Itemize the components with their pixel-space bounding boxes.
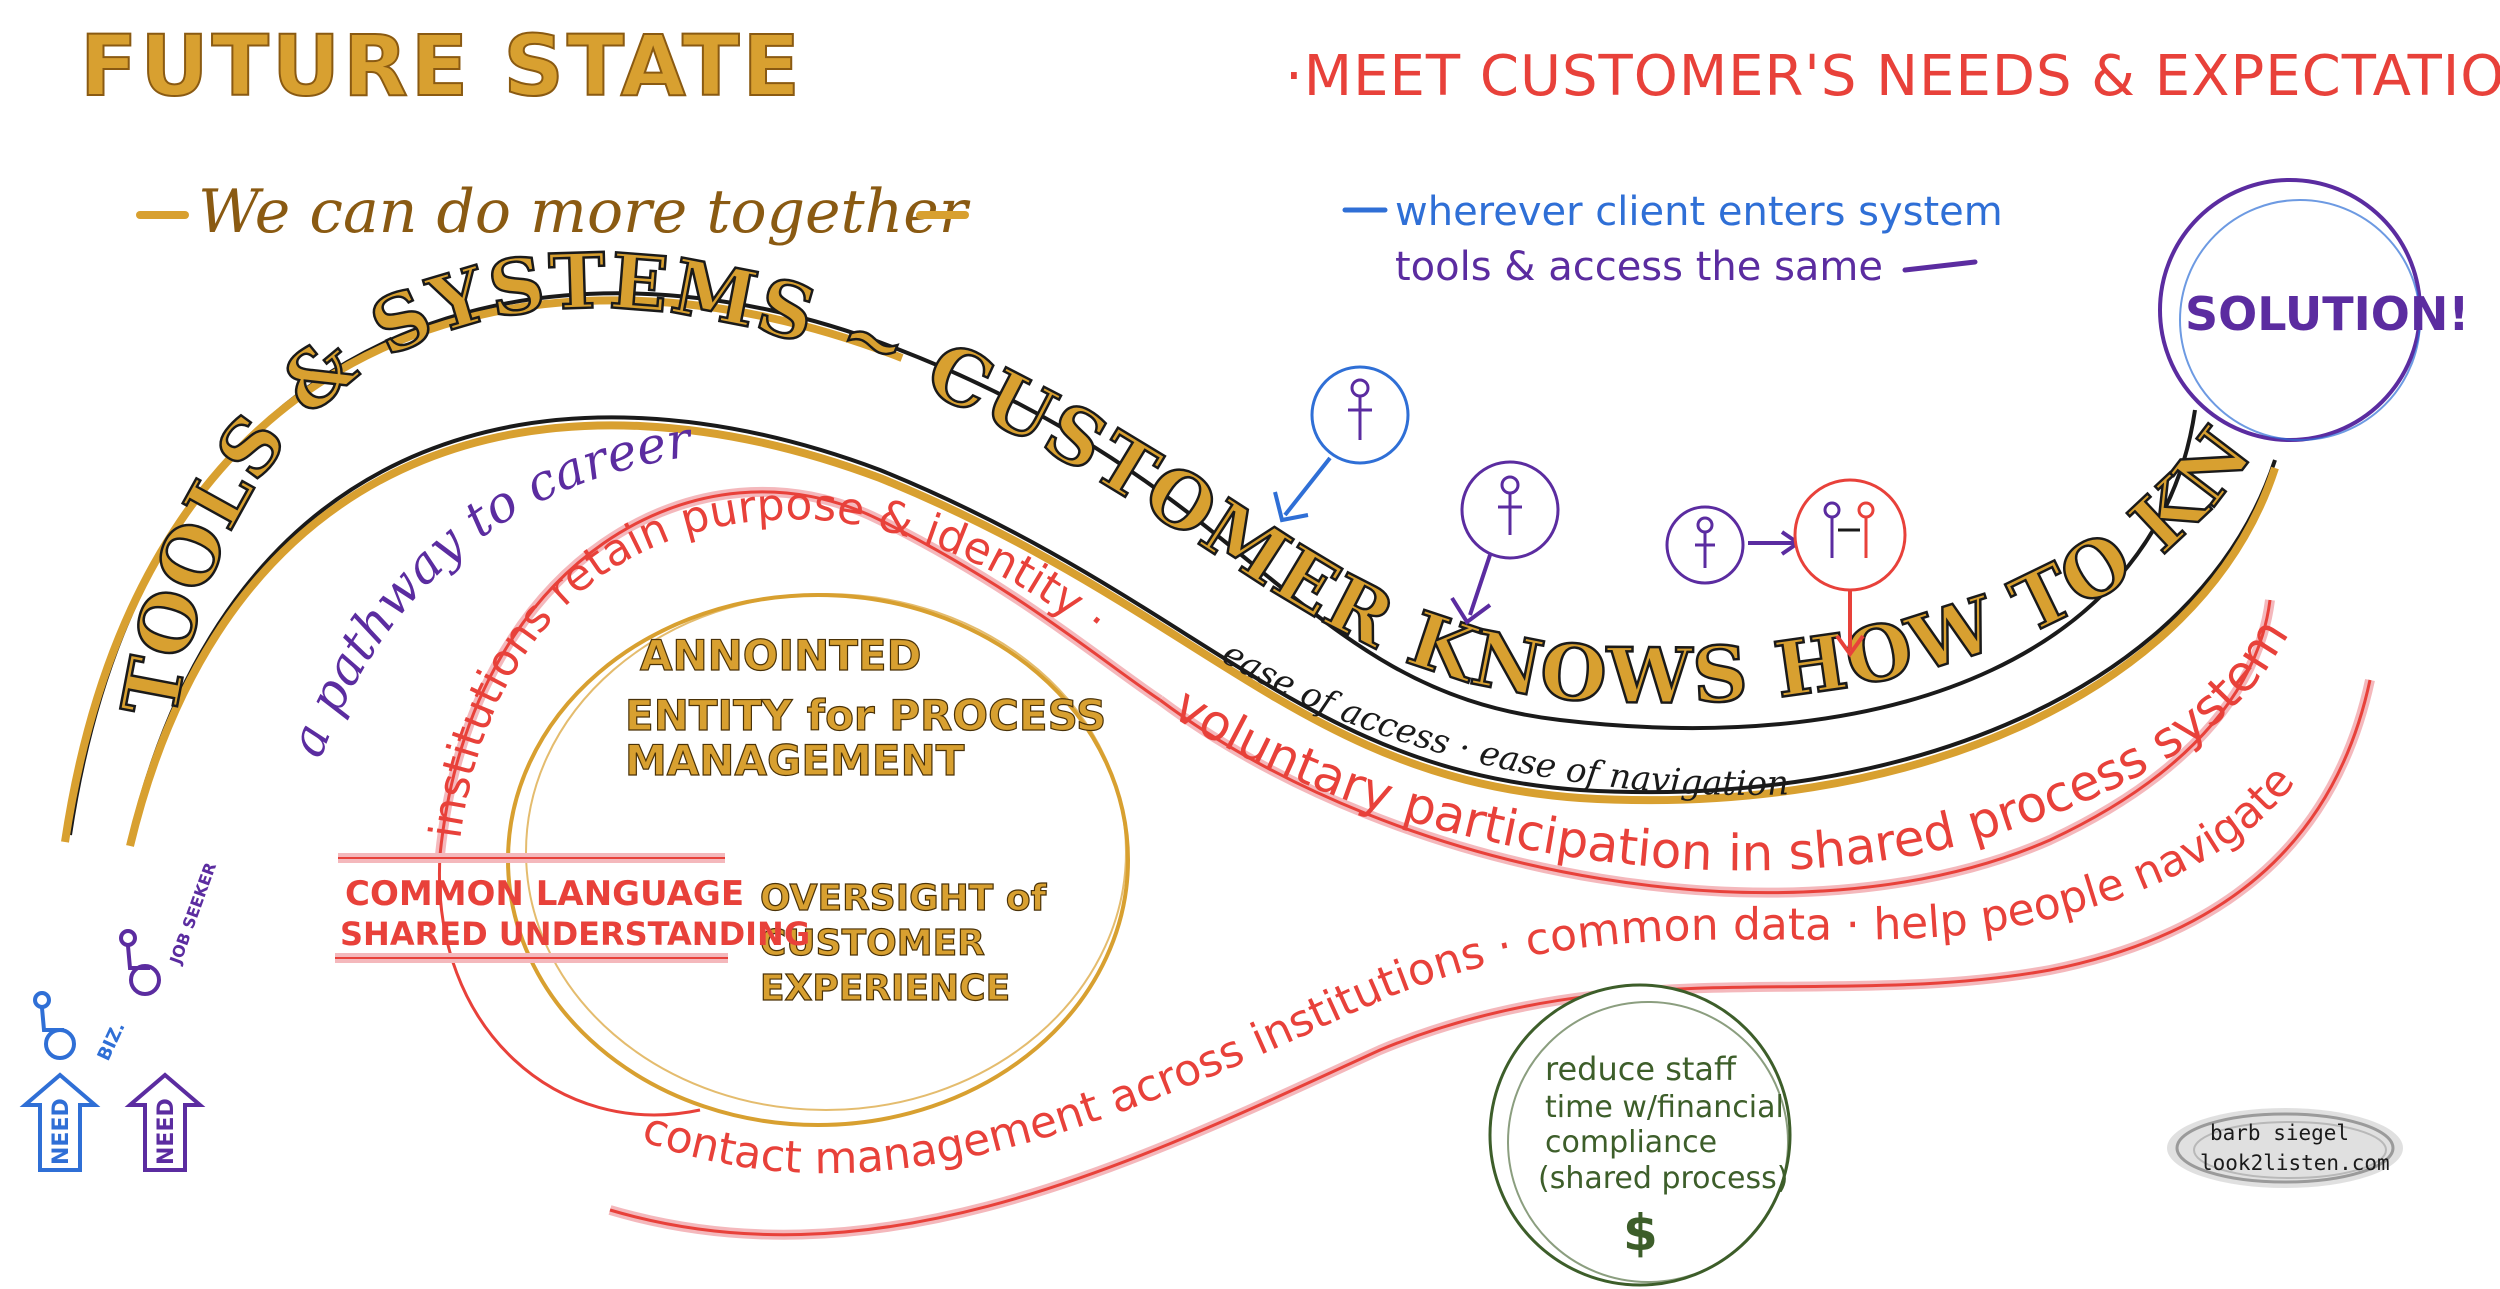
arrow-icon [1748, 530, 1802, 556]
common-language: COMMON LANGUAGE SHARED UNDERSTANDING [335, 853, 810, 963]
savings-line-1: reduce staff [1545, 1050, 1737, 1088]
need-arrow-blue: NEED [19, 1072, 101, 1172]
oversight-line-1: OVERSIGHT of [760, 878, 1047, 919]
person-bubble-3 [1665, 505, 1802, 585]
savings-circle: reduce staff time w/financial compliance… [1488, 983, 1792, 1287]
arrow-icon [1273, 456, 1332, 523]
note-line-1: wherever client enters system [1395, 189, 2003, 235]
common-line-1: COMMON LANGUAGE [345, 874, 744, 914]
center-text: ANNOINTED ENTITY for PROCESS MANAGEMENT … [624, 630, 1106, 1009]
job-seeker-label: JOB SEEKER [166, 860, 221, 967]
signature-line-1: barb siegel [2210, 1121, 2349, 1145]
anointed-line-3: MANAGEMENT [625, 736, 965, 785]
wheelchair-icon [33, 991, 76, 1060]
signature-line-2: look2listen.com [2200, 1151, 2390, 1175]
couple-icon [1823, 501, 1875, 558]
wheelchair-icon [119, 929, 161, 996]
legend: JOB SEEKER BIZ. NEED NEED [19, 860, 221, 1172]
tagline-group: We can do more together [136, 177, 971, 247]
person-bubble-1 [1273, 365, 1410, 523]
couple-bubble [1793, 478, 1907, 658]
solution-badge: SOLUTION! [2158, 178, 2469, 442]
goal-heading: ·MEET CUSTOMER'S NEEDS & EXPECTATIONS· [1285, 44, 2500, 109]
solution-label: SOLUTION! [2185, 287, 2469, 341]
arrow-icon [1450, 554, 1492, 625]
person-bubble-2 [1450, 460, 1560, 625]
note-line-2: tools & access the same [1395, 244, 1883, 290]
person-icon [1695, 516, 1715, 568]
tagline: We can do more together [198, 177, 971, 247]
savings-line-3: compliance [1545, 1125, 1717, 1160]
arrow-icon [1835, 590, 1865, 658]
biz-label: BIZ. [93, 1019, 129, 1064]
signature-badge: barb siegel look2listen.com [2167, 1108, 2403, 1188]
anointed-line-2: ENTITY for PROCESS [625, 691, 1106, 740]
system-note: wherever client enters system tools & ac… [1342, 189, 2003, 290]
person-icon [1348, 378, 1372, 440]
person-icon [1498, 475, 1522, 535]
dollar-sign: $ [1623, 1204, 1658, 1262]
common-line-2: SHARED UNDERSTANDING [340, 915, 810, 953]
savings-line-4: (shared process) [1538, 1161, 1788, 1196]
oversight-line-3: EXPERIENCE [760, 968, 1010, 1009]
anointed-line-1: ANNOINTED [640, 631, 922, 680]
need-label-purple: NEED [154, 1098, 179, 1165]
savings-line-2: time w/financial [1545, 1090, 1784, 1125]
need-arrow-purple: NEED [124, 1072, 206, 1172]
need-label-blue: NEED [49, 1098, 74, 1165]
page-title: FUTURE STATE [80, 17, 803, 115]
oversight-line-2: CUSTOMER [760, 923, 985, 964]
